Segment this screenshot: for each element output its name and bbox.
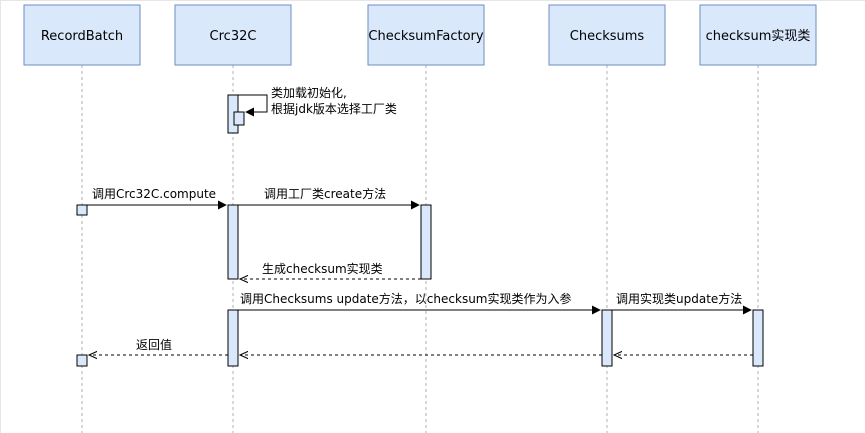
impl-update-label: 调用实现类update方法: [616, 291, 742, 306]
activation-checksum-impl-update: [752, 309, 764, 367]
participant-checksumfactory[interactable]: ChecksumFactory: [367, 4, 485, 66]
self-call-label-line2: 根据jdk版本选择工厂类: [271, 102, 397, 116]
create-return-label: 生成checksum实现类: [262, 261, 383, 276]
participant-label: checksum实现类: [706, 29, 811, 44]
self-call-label-line1: 类加载初始化,: [271, 86, 347, 100]
participant-label: ChecksumFactory: [368, 29, 483, 44]
self-call-arrow: [238, 94, 268, 117]
participant-recordbatch[interactable]: RecordBatch: [23, 4, 141, 66]
participant-crc32c[interactable]: Crc32C: [174, 4, 292, 66]
participant-label: Crc32C: [210, 29, 257, 44]
create-label: 调用工厂类create方法: [264, 186, 386, 201]
return-value-label: 返回值: [136, 337, 172, 352]
participant-checksums[interactable]: Checksums: [548, 4, 666, 66]
compute-label: 调用Crc32C.compute: [92, 187, 216, 201]
activation-recordbatch-call: [76, 204, 88, 216]
activation-recordbatch-return: [76, 354, 88, 367]
participant-checksum-impl[interactable]: checksum实现类: [699, 4, 817, 66]
activation-checksumfactory-create: [420, 204, 432, 280]
participant-label: Checksums: [570, 29, 645, 44]
canvas-border-top: [0, 0, 865, 1]
activation-crc32c-init-nested: [233, 111, 245, 126]
canvas-border-left: [0, 0, 1, 433]
participant-label: RecordBatch: [41, 29, 123, 44]
activation-crc32c-update: [227, 309, 239, 367]
update-label: 调用Checksums update方法，以checksum实现类作为入参: [240, 291, 572, 306]
activation-crc32c-compute: [227, 204, 239, 280]
activation-checksums-update: [601, 309, 613, 367]
